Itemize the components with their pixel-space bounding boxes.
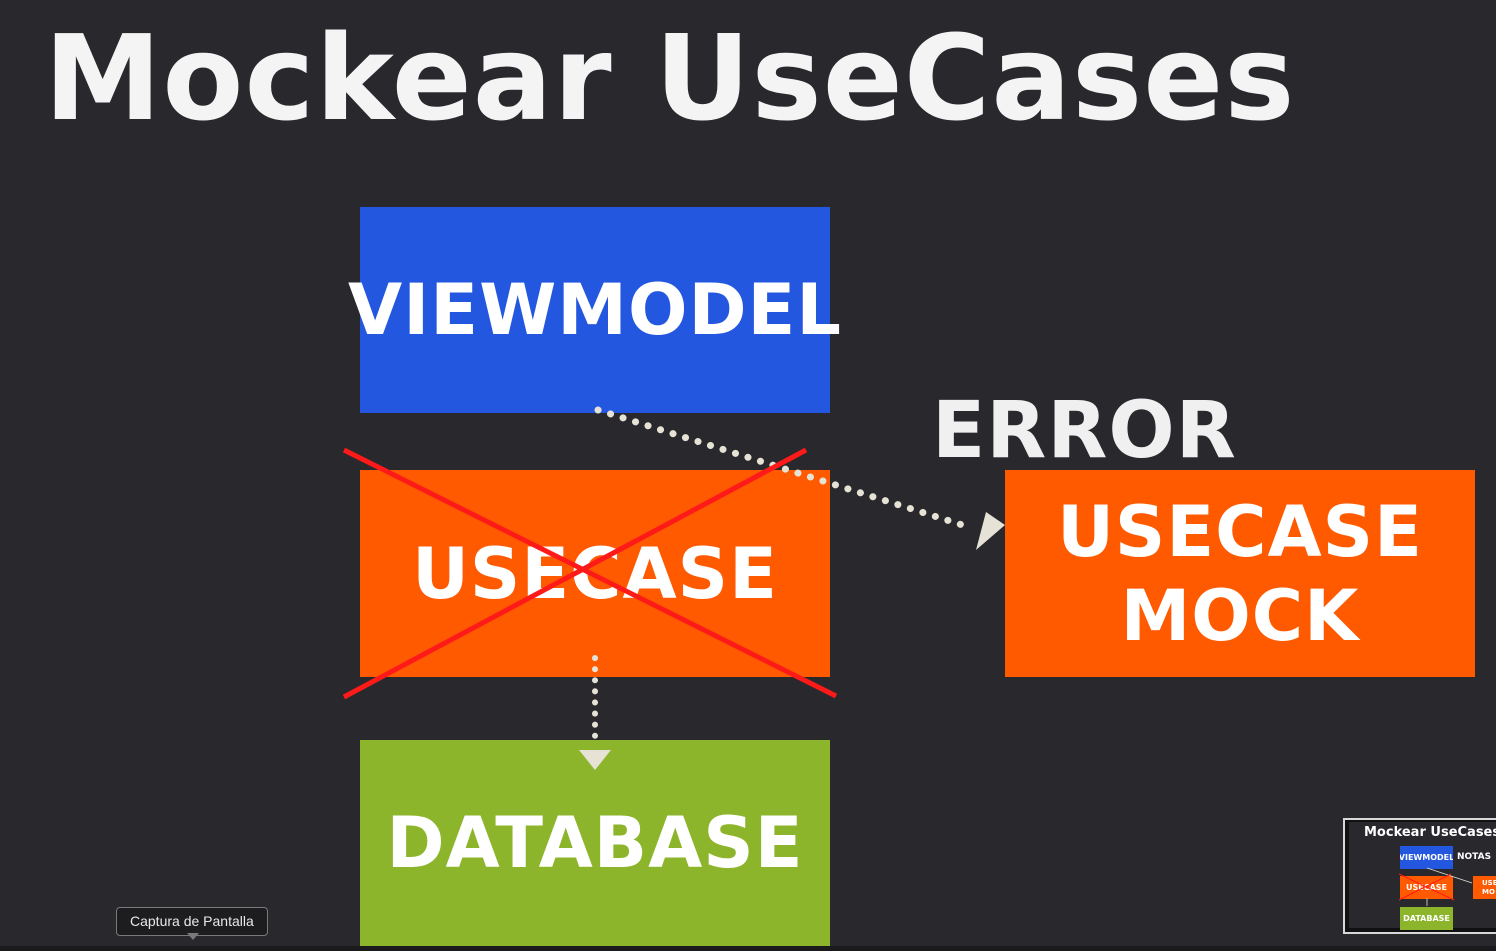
usecase-mock-box: USECASE MOCK (1005, 470, 1475, 677)
thumbnail-database-label: DATABASE (1403, 914, 1450, 923)
thumbnail-cross-2 (1398, 873, 1452, 901)
usecase-mock-label-line2: MOCK (1120, 574, 1360, 657)
database-label: DATABASE (386, 802, 804, 884)
thumbnail-overlay (1398, 867, 1473, 906)
viewmodel-label: VIEWMODEL (348, 269, 842, 351)
thumbnail-mock-label: USE MO (1482, 878, 1496, 896)
bottom-bar (0, 946, 1496, 951)
thumbnail-viewmodel-label: VIEWMODEL (1400, 853, 1453, 862)
tooltip-pointer (187, 933, 199, 940)
viewmodel-box: VIEWMODEL (348, 207, 841, 413)
slide-title: Mockear UseCases (44, 9, 1296, 147)
arrowhead-to-mock-icon (976, 512, 1005, 550)
thumbnail-arrow-to-mock (1426, 867, 1473, 884)
usecase-label: USECASE (412, 532, 778, 615)
thumbnail-viewmodel: VIEWMODEL (1400, 846, 1453, 869)
thumbnail-title: Mockear UseCases (1364, 825, 1496, 840)
thumbnail-notes-label: NOTAS (1457, 852, 1492, 862)
database-box: DATABASE (360, 740, 830, 946)
thumbnail-mock: USE MO (1473, 876, 1496, 899)
usecase-mock-label-line1: USECASE (1057, 490, 1423, 573)
usecase-box: USECASE (360, 470, 830, 677)
thumbnail-database: DATABASE (1400, 907, 1453, 930)
error-label: ERROR (932, 386, 1237, 476)
slide-thumbnail[interactable]: Mockear UseCases VIEWMODEL NOTAS USECASE… (1343, 818, 1496, 934)
screenshot-tooltip: Captura de Pantalla (116, 907, 268, 936)
thumbnail-canvas: Mockear UseCases VIEWMODEL NOTAS USECASE… (1349, 822, 1496, 930)
thumbnail-cross-1 (1398, 873, 1455, 901)
